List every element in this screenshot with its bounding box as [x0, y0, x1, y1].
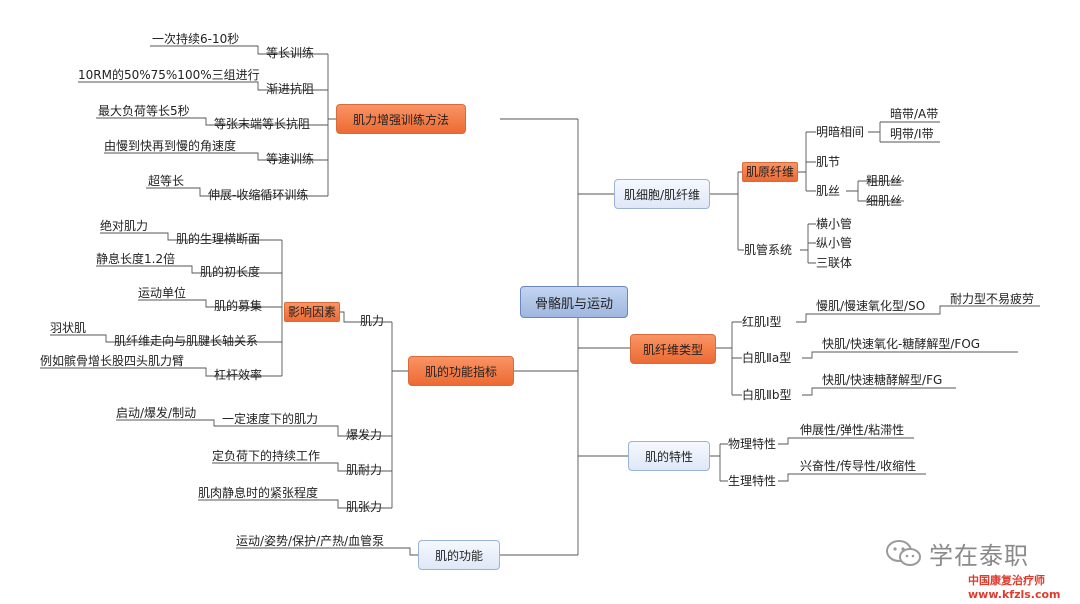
training-detail-4[interactable]: 由慢到快再到慢的角速度	[104, 139, 237, 153]
fiber-type-1[interactable]: 红肌Ⅰ型	[742, 315, 782, 329]
power-node[interactable]: 爆发力	[346, 428, 383, 442]
factor-detail-5[interactable]: 例如髌骨增长股四头肌力臂	[40, 354, 185, 368]
factor-tag[interactable]: 影响因素	[284, 302, 341, 322]
training-method-1[interactable]: 等长训练	[266, 46, 315, 60]
filament-thin[interactable]: 细肌丝	[866, 194, 903, 208]
tubule-node[interactable]: 肌管系统	[744, 243, 793, 257]
training-method-3[interactable]: 等张末端等长抗阻	[214, 117, 311, 131]
band-dark[interactable]: 暗带/A带	[890, 107, 939, 121]
tubule-longitudinal[interactable]: 纵小管	[816, 236, 853, 250]
topic-muscle-properties[interactable]: 肌的特性	[628, 441, 710, 471]
topic-training-methods[interactable]: 肌力增强训练方法	[336, 104, 466, 134]
myofibril-tag[interactable]: 肌原纤维	[742, 162, 799, 182]
fiber-type-1-desc[interactable]: 慢肌/慢速氧化型/SO	[816, 299, 926, 313]
power-detail[interactable]: 启动/爆发/制动	[116, 406, 197, 420]
factor-detail-1[interactable]: 绝对肌力	[100, 219, 149, 233]
tubule-triad[interactable]: 三联体	[816, 256, 853, 270]
training-method-4[interactable]: 等速训练	[266, 152, 315, 166]
training-detail-1[interactable]: 一次持续6-10秒	[152, 32, 240, 46]
factor-4[interactable]: 肌纤维走向与肌腱长轴关系	[114, 334, 259, 348]
topic-fiber-types[interactable]: 肌纤维类型	[630, 334, 716, 364]
factor-2[interactable]: 肌的初长度	[200, 265, 261, 279]
filament-node[interactable]: 肌丝	[816, 184, 841, 198]
training-detail-2[interactable]: 10RM的50%75%100%三组进行	[78, 68, 260, 82]
sarcomere-node[interactable]: 肌节	[816, 155, 841, 169]
site-url: www.kfzls.com	[968, 588, 1061, 601]
factor-3[interactable]: 肌的募集	[214, 299, 263, 313]
fiber-type-1-note[interactable]: 耐力型不易疲劳	[950, 292, 1035, 306]
fiber-type-3-desc[interactable]: 快肌/快速糖酵解型/FG	[822, 373, 943, 387]
endurance-desc[interactable]: 定负荷下的持续工作	[212, 449, 321, 463]
property-physiological[interactable]: 生理特性	[728, 474, 777, 488]
topic-muscle-cell[interactable]: 肌细胞/肌纤维	[614, 179, 710, 209]
bands-node[interactable]: 明暗相间	[816, 125, 865, 139]
property-physical-desc[interactable]: 伸展性/弹性/粘滞性	[800, 423, 905, 437]
fiber-type-3[interactable]: 白肌Ⅱb型	[742, 388, 792, 402]
function-detail[interactable]: 运动/姿势/保护/产热/血管泵	[236, 534, 385, 548]
tension-desc[interactable]: 肌肉静息时的紧张程度	[198, 486, 319, 500]
topic-function-index[interactable]: 肌的功能指标	[408, 356, 514, 386]
property-physiological-desc[interactable]: 兴奋性/传导性/收缩性	[800, 459, 917, 473]
factor-1[interactable]: 肌的生理横断面	[176, 232, 261, 246]
fiber-type-2-desc[interactable]: 快肌/快速氧化-糖酵解型/FOG	[822, 337, 981, 351]
endurance-node[interactable]: 肌耐力	[346, 463, 383, 477]
power-desc[interactable]: 一定速度下的肌力	[222, 412, 319, 426]
factor-detail-2[interactable]: 静息长度1.2倍	[96, 252, 176, 266]
wechat-icon	[886, 539, 921, 566]
band-light[interactable]: 明带/I带	[890, 127, 934, 141]
factor-5[interactable]: 杠杆效率	[214, 368, 263, 382]
property-physical[interactable]: 物理特性	[728, 437, 777, 451]
strength-node[interactable]: 肌力	[360, 314, 385, 328]
training-method-2[interactable]: 渐进抗阻	[266, 82, 315, 96]
fiber-type-2[interactable]: 白肌Ⅱa型	[742, 351, 792, 365]
training-detail-5[interactable]: 超等长	[148, 174, 185, 188]
factor-detail-3[interactable]: 运动单位	[138, 286, 187, 300]
topic-muscle-function[interactable]: 肌的功能	[418, 540, 500, 570]
watermark-text: 学在泰职	[929, 542, 1029, 570]
site-name: 中国康复治疗师	[968, 574, 1045, 587]
watermark: 学在泰职	[885, 536, 1029, 571]
central-topic[interactable]: 骨骼肌与运动	[520, 286, 628, 318]
tubule-transverse[interactable]: 横小管	[816, 217, 853, 231]
filament-thick[interactable]: 粗肌丝	[866, 174, 903, 188]
training-method-5[interactable]: 伸展-收缩循环训练	[208, 188, 309, 202]
tension-node[interactable]: 肌张力	[346, 500, 383, 514]
factor-detail-4[interactable]: 羽状肌	[50, 321, 87, 335]
training-detail-3[interactable]: 最大负荷等长5秒	[98, 104, 190, 118]
